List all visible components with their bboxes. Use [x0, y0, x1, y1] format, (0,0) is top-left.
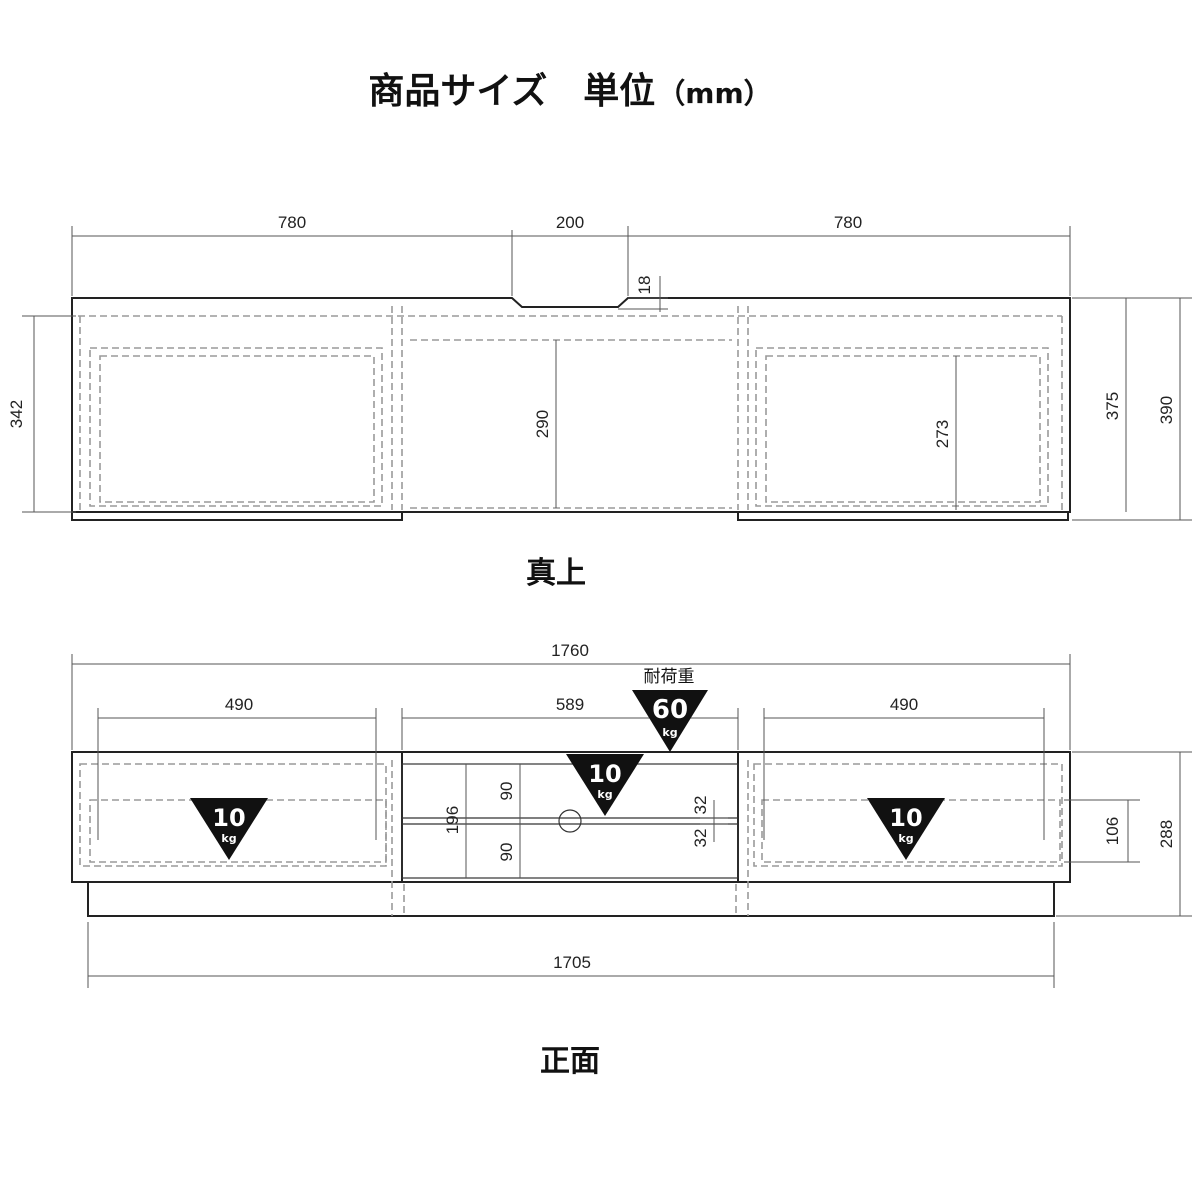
load-badge-top: 60 kg	[632, 690, 708, 752]
top-view-outline	[71, 297, 1071, 513]
load-right-unit: kg	[898, 832, 913, 845]
load-triangle-icon	[190, 798, 268, 860]
top-hidden-left-drawer-inner	[99, 355, 375, 503]
dim-upper-shelf: 90	[497, 782, 516, 801]
dim-shelf-gap-bottom: 32	[691, 829, 710, 848]
dim-total-height: 288	[1157, 820, 1176, 848]
dim-shelf-gap-top: 32	[691, 796, 710, 815]
dim-lower-shelf: 90	[497, 843, 516, 862]
top-view-right-plinth	[737, 512, 1069, 521]
title-unit: （mm）	[657, 77, 772, 110]
title-main: 商品サイズ 単位	[368, 71, 656, 112]
top-view-label: 真上	[526, 556, 586, 591]
load-capacity-label: 耐荷重	[644, 667, 695, 687]
top-hidden-right-drawer	[755, 347, 1049, 507]
top-view-left-plinth	[71, 512, 403, 521]
load-top-unit: kg	[662, 726, 677, 739]
dim-opening-width: 200	[556, 213, 584, 232]
cable-hole	[558, 809, 582, 833]
front-hidden-right	[753, 763, 1063, 867]
load-top-value: 60	[652, 695, 688, 725]
dim-right-drawer: 490	[890, 695, 918, 714]
dim-drawer-height: 106	[1103, 817, 1122, 845]
dim-depth-total: 390	[1157, 396, 1176, 424]
front-view-label: 正面	[540, 1044, 600, 1079]
load-triangle-icon	[632, 690, 708, 752]
dim-left-width: 780	[278, 213, 306, 232]
front-plinth	[87, 882, 1055, 917]
dim-right-inner-depth: 273	[933, 420, 952, 448]
dim-depth-inner: 375	[1103, 392, 1122, 420]
load-badge-right-drawer: 10 kg	[867, 798, 945, 860]
load-badge-shelf: 10 kg	[566, 754, 644, 816]
dim-left-depth: 342	[7, 400, 26, 428]
front-view-drawing: 1760 490 589 490 196 90 90 3	[71, 641, 1192, 988]
load-shelf-unit: kg	[597, 788, 612, 801]
dim-total-width: 1760	[551, 641, 589, 660]
dim-center-depth: 290	[533, 410, 552, 438]
load-triangle-icon	[867, 798, 945, 860]
load-badge-left-drawer: 10 kg	[190, 798, 268, 860]
dim-right-width: 780	[834, 213, 862, 232]
top-view-drawing: 780 200 780 18 342 290 273 375	[7, 213, 1192, 521]
load-left-unit: kg	[221, 832, 236, 845]
dim-left-drawer: 490	[225, 695, 253, 714]
dim-base-width: 1705	[553, 953, 591, 972]
dim-notch-depth: 18	[635, 276, 654, 295]
load-left-value: 10	[212, 804, 245, 832]
top-hidden-left-drawer	[89, 347, 383, 507]
load-triangle-icon	[566, 754, 644, 816]
load-right-value: 10	[889, 804, 922, 832]
front-center-opening	[401, 763, 739, 879]
dim-center-open: 589	[556, 695, 584, 714]
load-shelf-value: 10	[588, 760, 621, 788]
top-hidden-right-drawer-inner	[765, 355, 1041, 503]
page-title: 商品サイズ 単位（mm）	[0, 62, 1140, 114]
dim-center-height: 196	[443, 806, 462, 834]
